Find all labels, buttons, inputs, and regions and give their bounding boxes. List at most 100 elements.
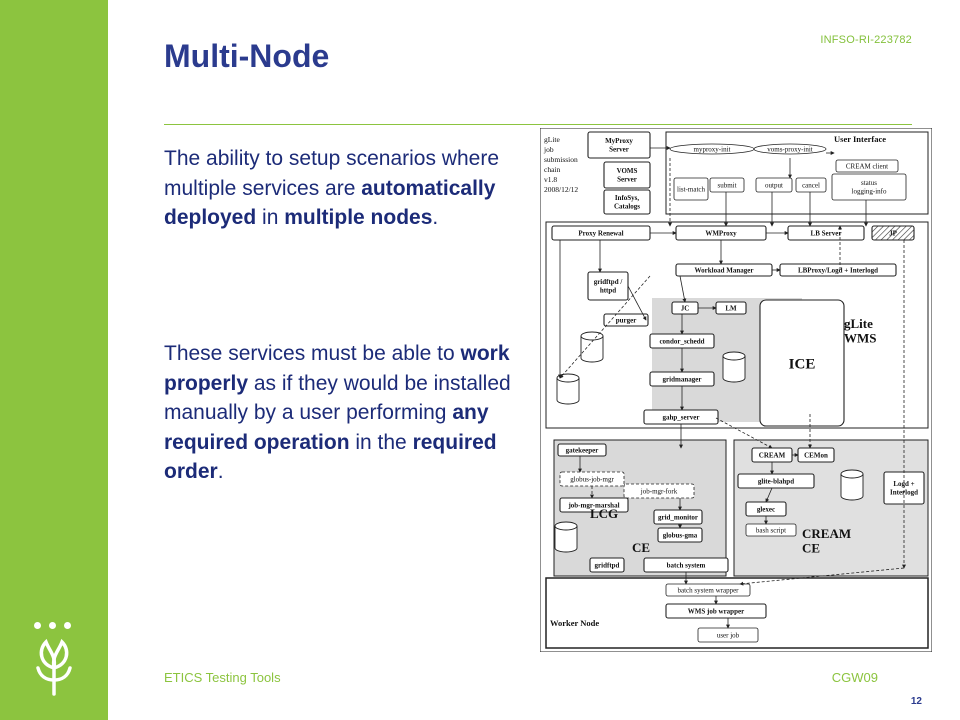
diagram-node-label: gridftpd (595, 561, 620, 569)
diagram-node-infosys-catalogs: InfoSys,Catalogs (603, 189, 651, 215)
diagram-node-voms-proxy-init: voms-proxy-init (753, 143, 827, 155)
diagram-node-ice: ICE (759, 299, 845, 427)
storage-cylinder-icon (554, 521, 578, 553)
paragraph2-run: required order (164, 430, 497, 484)
paragraph-automatic-deployment: The ability to setup scenarios where mul… (164, 144, 514, 233)
diagram-node-label: gridftpd / (594, 278, 624, 286)
diagram-node-cemon: CEMon (797, 447, 835, 463)
diagram-node-label: globus-job-mgr (570, 475, 614, 483)
diagram-node-label: LCG (590, 506, 618, 521)
diagram-node-label: httpd (600, 287, 616, 295)
glite-job-submission-chain-diagram: MyProxyServerVOMSServerInfoSys,Catalogsm… (540, 128, 932, 652)
diagram-node-worker-node: Worker Node (550, 618, 599, 628)
diagram-node-label: CE (632, 540, 650, 555)
paragraph1-run: in (256, 206, 285, 229)
diagram-node-label: glite-blahpd (758, 477, 794, 485)
diagram-node-proxy-renewal: Proxy Renewal (551, 225, 651, 241)
diagram-node-label: LB Server (811, 229, 842, 237)
title-divider (164, 124, 912, 125)
diagram-connector (739, 567, 905, 586)
diagram-connector (627, 285, 647, 321)
diagram-node-label: User Interface (834, 134, 886, 144)
diagram-node-user-interface: User Interface (834, 134, 886, 144)
diagram-node-label: gatekeeper (566, 446, 599, 454)
diagram-node-user-job: user job (697, 627, 759, 643)
diagram-node-jc: JC (671, 301, 699, 315)
diagram-node-label: Server (609, 146, 629, 154)
diagram-node-batch-system: batch system (643, 557, 729, 573)
diagram-node-glite-blahpd: glite-blahpd (737, 473, 815, 489)
diagram-node-batch-system-wrapper: batch system wrapper (665, 583, 751, 597)
diagram-node-grid-monitor: grid_monitor (653, 509, 703, 525)
diagram-connector (715, 417, 773, 449)
diagram-node-label: CREAM (802, 526, 851, 541)
diagram-node-label: job-mgr-fork (640, 487, 678, 495)
diagram-caption-line: gLite (544, 135, 560, 144)
diagram-node-label: WMS (844, 331, 877, 346)
diagram-node-label: CEMon (804, 451, 828, 459)
diagram-node-label: CE (802, 541, 820, 556)
diagram-node-cream: CREAM (751, 447, 793, 463)
footer-right-text: CGW09 (831, 670, 878, 685)
paragraph2-run: These services must be able to (164, 342, 461, 365)
wms-region (545, 221, 929, 429)
diagram-node-myproxy-init: myproxy-init (669, 143, 755, 155)
diagram-caption-line: 2008/12/12 (544, 185, 578, 194)
diagram-node-label: ICE (789, 356, 816, 372)
diagram-node-gridftpd-httpd: gridftpd /httpd (587, 271, 629, 301)
diagram-node-label: WMS job wrapper (688, 607, 744, 615)
diagram-node-label: cancel (802, 181, 820, 189)
storage-cylinder-icon (556, 373, 580, 405)
diagram-node-label: list-match (677, 185, 705, 193)
diagram-caption-line: chain (544, 165, 560, 174)
diagram-node-label: logging-info (852, 188, 887, 196)
diagram-node-label: bash script (756, 526, 786, 534)
diagram-node-gridftpd: gridftpd (589, 557, 625, 573)
diagram-node-ce: CE (632, 540, 650, 555)
diagram-node-output: output (755, 177, 793, 193)
green-sidebar (0, 0, 108, 720)
storage-cylinder-icon (722, 351, 746, 383)
diagram-node-label: user job (717, 631, 740, 639)
diagram-node-label: output (765, 181, 783, 189)
diagram-node-lm: LM (715, 301, 747, 315)
paragraph1-run: The ability to setup scenarios where mul… (164, 147, 500, 200)
diagram-node-lb-server: LB Server (787, 225, 865, 241)
diagram-node-label: voms-proxy-init (767, 145, 813, 153)
diagram-node-label: gridmanager (663, 375, 702, 383)
egee-leaf-logo-icon (36, 638, 72, 696)
diagram-node-workload-manager: Workload Manager (675, 263, 773, 277)
ui-region (665, 131, 929, 215)
diagram-node-label: condor_schedd (659, 337, 704, 345)
diagram-node-label: JC (681, 304, 690, 312)
diagram-node-label: batch system (667, 561, 706, 569)
diagram-node-label: Workload Manager (695, 266, 754, 274)
diagram-node-condor-schedd: condor_schedd (649, 333, 715, 349)
diagram-node-label: Proxy Renewal (578, 229, 623, 237)
diagram-node-jp: JP (871, 225, 915, 241)
diagram-caption-line: job (543, 145, 554, 154)
diagram-node-label: grid_monitor (658, 513, 698, 521)
diagram-node-label: CREAM (759, 451, 786, 459)
diagram-node-label: Catalogs (614, 203, 640, 211)
paragraph-work-properly: These services must be able to work prop… (164, 339, 514, 487)
diagram-connector (559, 275, 651, 379)
diagram-node-wmproxy: WMProxy (675, 225, 767, 241)
paragraph2-run: work properly (164, 342, 510, 395)
diagram-node-label: batch system wrapper (677, 586, 739, 594)
diagram-node-label: myproxy-init (694, 145, 731, 153)
diagram-node-label: JP (889, 229, 898, 237)
diagram-node-wms-job-wrapper: WMS job wrapper (665, 603, 767, 619)
diagram-node-cream-client: CREAM client (835, 159, 899, 173)
diagram-connector (765, 487, 773, 503)
paragraph1-run: . (432, 206, 439, 229)
diagram-node-job-mgr-marshal: job-mgr-marshal (559, 497, 629, 513)
paragraph2-run: any required operation (164, 401, 489, 454)
paragraph2-run: . (217, 460, 224, 483)
diagram-node-label: purger (616, 316, 637, 324)
diagram-node-label: Logd + (893, 480, 914, 488)
diagram-node-label: LM (725, 304, 737, 312)
diagram-node-cancel: cancel (795, 177, 827, 193)
